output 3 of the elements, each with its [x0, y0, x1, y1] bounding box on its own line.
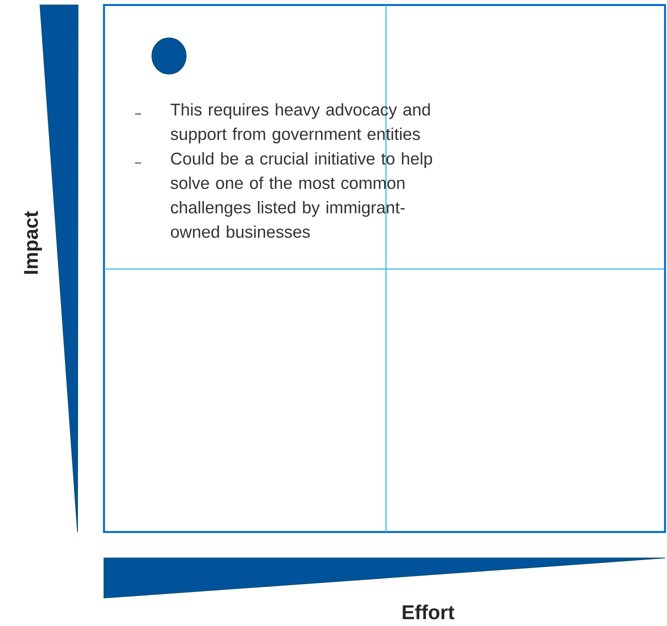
- dot-marker: [152, 38, 186, 74]
- axis-label: Impact: [24, 211, 42, 274]
- axis-label: Effort: [402, 604, 454, 620]
